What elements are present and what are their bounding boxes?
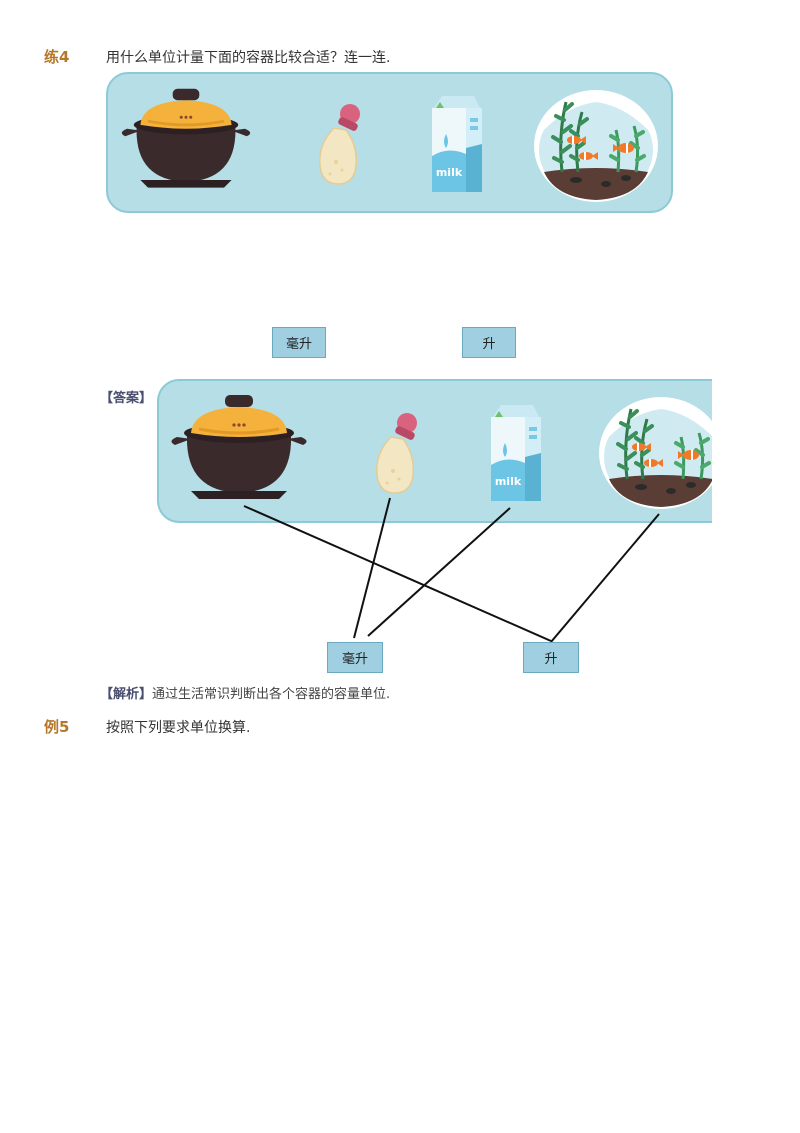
analysis-text: 通过生活常识判断出各个容器的容量单位. <box>152 687 391 702</box>
answer-connection-lines <box>243 497 660 643</box>
analysis-label: 【解析】 <box>100 687 153 702</box>
line-pot-to-liter <box>243 505 552 642</box>
example5-tag: 例5 <box>44 718 70 736</box>
line-carton-to-milliliter <box>367 507 511 637</box>
milk-carton-label: milk <box>436 166 463 179</box>
answer-illustrations: milk <box>169 393 712 511</box>
answer-unit-box-liter: 升 <box>523 642 579 673</box>
milk-carton-icon: milk <box>432 96 482 192</box>
answer-unit-box-milliliter: 毫升 <box>327 642 383 673</box>
practice4-tag: 练4 <box>44 48 70 66</box>
question-illustrations: milk <box>120 87 660 204</box>
milk-carton-label: milk <box>495 475 522 488</box>
unit-box-milliliter[interactable]: 毫升 <box>272 327 326 358</box>
practice4-question: 用什么单位计量下面的容器比较合适？连一连. <box>106 50 391 66</box>
example5-text: 按照下列要求单位换算. <box>106 720 251 736</box>
line-bottle-to-milliliter <box>353 497 391 639</box>
answer-label: 【答案】 <box>100 391 153 406</box>
analysis-line: 【解析】通过生活常识判断出各个容器的容量单位. <box>100 683 390 702</box>
line-tank-to-liter <box>550 513 660 643</box>
unit-box-liter[interactable]: 升 <box>462 327 516 358</box>
page-right-margin <box>712 370 800 540</box>
milk-carton-icon: milk <box>491 405 541 501</box>
